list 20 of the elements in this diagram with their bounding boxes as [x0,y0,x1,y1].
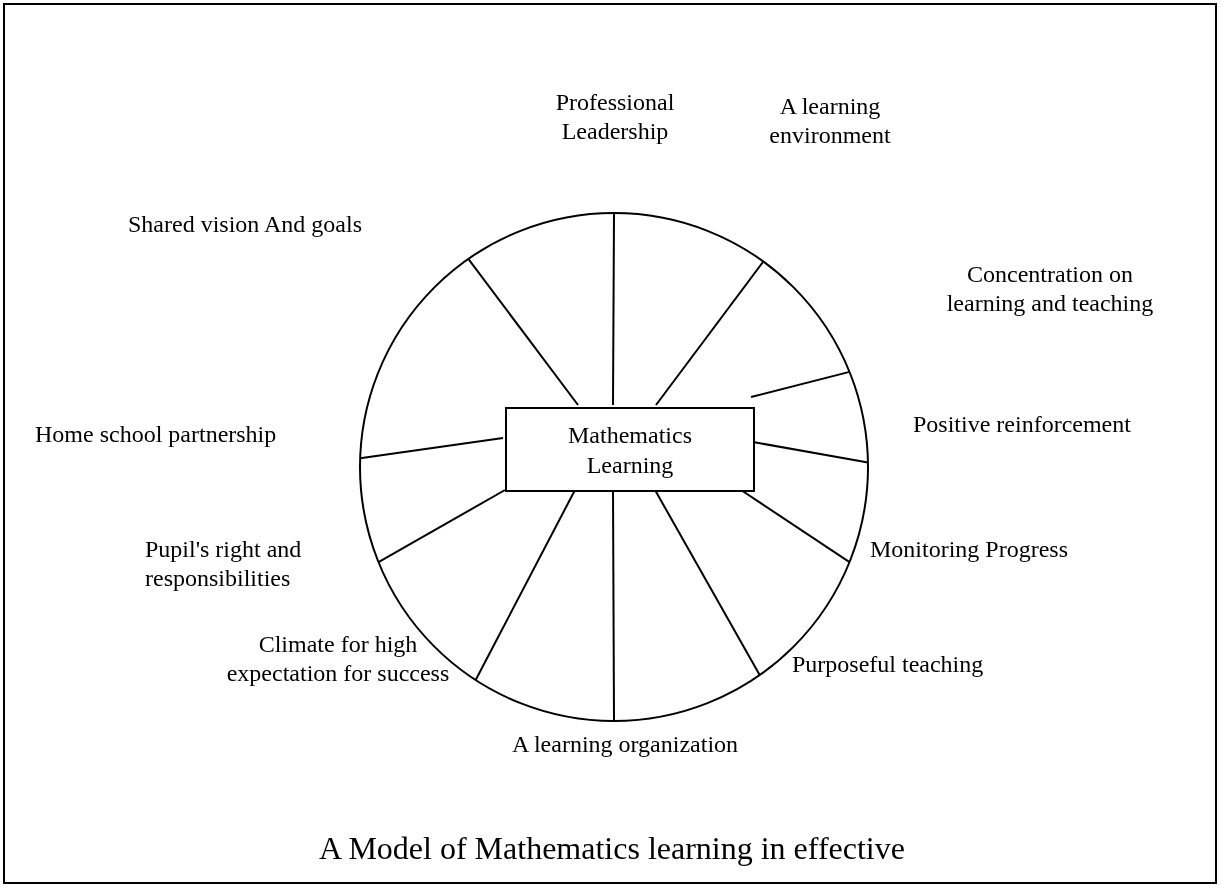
caption: A Model of Mathematics learning in effective [318,830,906,867]
segment-label: A learning organization [510,730,740,759]
spoke-line [612,212,615,406]
spoke-line [467,257,579,406]
spoke-line [750,370,851,398]
spoke-line [655,260,765,406]
segment-label: Purposeful teaching [792,650,985,679]
segment-label: A learning environment [768,92,892,150]
segment-label: Home school partnership [35,420,278,449]
segment-label: Professional Leadership [554,88,676,146]
center-box [505,407,755,492]
center-text: Mathematics Learning [567,420,693,480]
segment-label: Pupil's right and responsibilities [145,535,303,593]
segment-label: Positive reinforcement [913,410,1132,439]
spoke-line [359,437,504,460]
segment-label: Climate for high expectation for success [225,630,451,688]
segment-label: Monitoring Progress [870,535,1069,564]
segment-label: Shared vision And goals [128,210,363,239]
spoke-line [377,489,506,564]
segment-label: Concentration on learning and teaching [945,260,1155,318]
